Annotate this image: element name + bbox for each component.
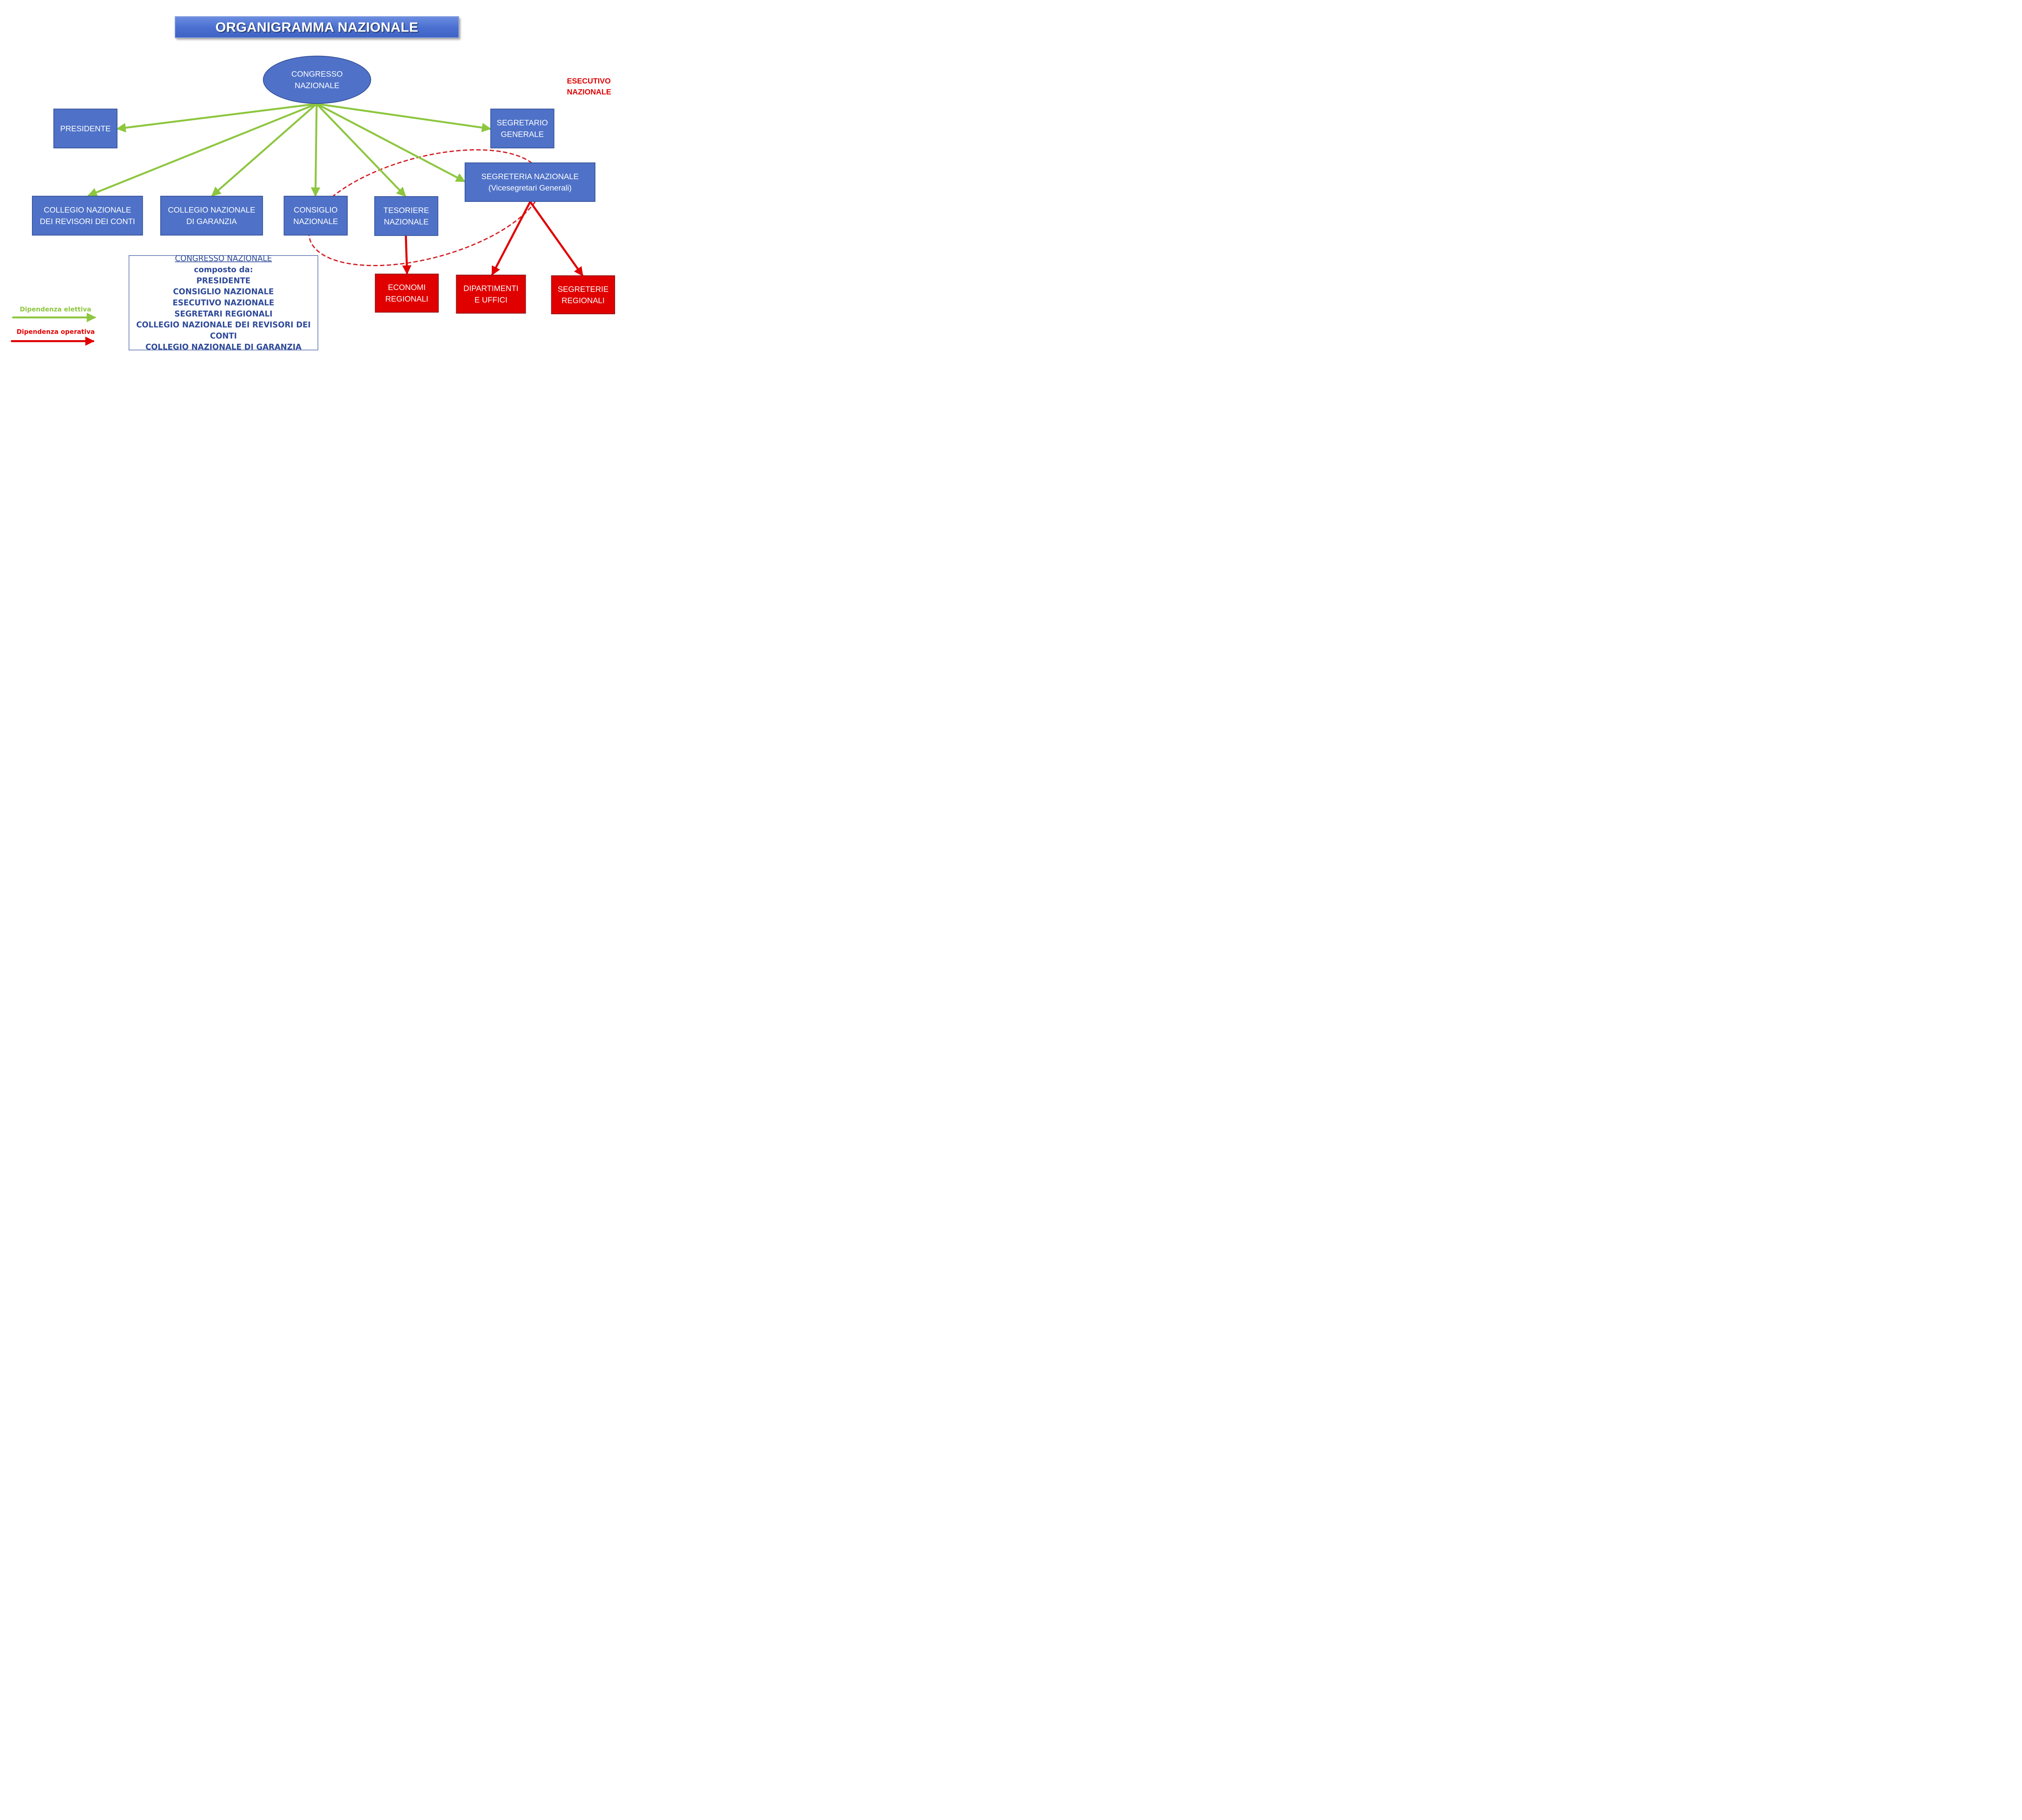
composition-member: CONSIGLIO NAZIONALE [173, 287, 274, 296]
operative-arrow-segreterie [529, 201, 584, 277]
elective-arrow-presidente [116, 103, 318, 133]
page-title: ORGANIGRAMMA NAZIONALE [175, 16, 459, 38]
composition-box: CONGRESSO NAZIONALE composto da: PRESIDE… [129, 254, 318, 352]
operative-arrow-dipartimenti [491, 201, 531, 276]
segreteria-nazionale-node[interactable]: SEGRETERIA NAZIONALE (Vicesegretari Gene… [465, 162, 596, 202]
segreterie-regionali-node[interactable]: SEGRETERIE REGIONALI [551, 275, 615, 314]
segretario-generale-node[interactable]: SEGRETARIO GENERALE [490, 108, 554, 148]
congresso-nazionale-node[interactable]: CONGRESSO NAZIONALE [263, 55, 371, 104]
economi-regionali-node[interactable]: ECONOMI REGIONALI [375, 273, 439, 313]
legend-operative-label: Dipendenza operativa [17, 328, 95, 336]
composition-heading: CONGRESSO NAZIONALE [175, 254, 272, 263]
presidente-node[interactable]: PRESIDENTE [53, 108, 118, 148]
legend-elective-label: Dipendenza elettiva [19, 305, 91, 313]
composition-member: ESECUTIVO NAZIONALE [172, 298, 275, 307]
composition-member: COLLEGIO NAZIONALE DEI REVISORI DEI CONT… [136, 320, 311, 341]
elective-arrow-consiglio [311, 103, 320, 197]
elective-arrow-tesoriere [315, 103, 406, 197]
composition-intro: composto da: [194, 265, 253, 274]
tesoriere-nazionale-node[interactable]: TESORIERE NAZIONALE [374, 196, 438, 236]
elective-arrow-revisori [87, 103, 318, 197]
collegio-garanzia-node[interactable]: COLLEGIO NAZIONALE DI GARANZIA [160, 196, 263, 236]
composition-member: SEGRETARI REGIONALI [174, 309, 273, 319]
collegio-revisori-node[interactable]: COLLEGIO NAZIONALE DEI REVISORI DEI CONT… [32, 196, 143, 236]
esecutivo-nazionale-label: ESECUTIVO NAZIONALE [567, 76, 611, 96]
elective-arrow-segretario [315, 103, 492, 133]
org-chart-canvas: ORGANIGRAMMA NAZIONALE CONGRESSO NAZIONA… [0, 0, 632, 356]
operative-arrow-economi [402, 234, 412, 275]
elective-arrow-segreteria [315, 103, 466, 182]
connector-layer [11, 103, 584, 346]
dipartimenti-uffici-node[interactable]: DIPARTIMENTI E UFFICI [456, 275, 526, 314]
composition-member: COLLEGIO NAZIONALE DI GARANZIA [145, 342, 302, 352]
elective-arrow-garanzia [211, 103, 318, 197]
composition-member: PRESIDENTE [196, 276, 251, 285]
consiglio-nazionale-node[interactable]: CONSIGLIO NAZIONALE [283, 196, 348, 236]
